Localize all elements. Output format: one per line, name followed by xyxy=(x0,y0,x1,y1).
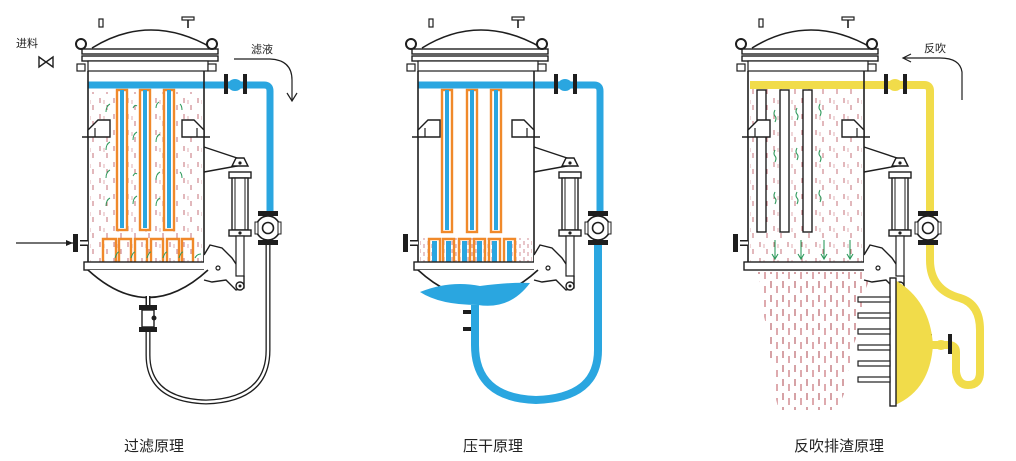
panel-blowback-discharge: 反吹 反吹排渣原理 xyxy=(733,17,984,455)
drain-valve xyxy=(139,305,157,332)
inlet-label: 进料 xyxy=(16,36,38,50)
filter-elements xyxy=(101,88,195,262)
flow-arrows xyxy=(105,101,202,259)
caption-press-dry: 压干原理 xyxy=(463,437,523,455)
filter-elements xyxy=(427,88,517,262)
sediment-cake xyxy=(420,238,532,262)
bottom-cover-open xyxy=(895,280,933,405)
panel-filtration: 进料 滤液 过滤原理 xyxy=(16,17,298,455)
panel-press-dry: 压干原理 xyxy=(403,17,612,455)
outlet-label: 滤液 xyxy=(251,42,273,56)
falling-sediment xyxy=(758,272,870,410)
liquid-pool xyxy=(420,282,530,306)
inlet-valve-icon xyxy=(38,55,54,69)
filtrate-pipe xyxy=(418,81,604,212)
blowback-pipe xyxy=(750,81,984,390)
blowback-flow-arrow xyxy=(904,57,963,100)
caption-blowback-discharge: 反吹排渣原理 xyxy=(794,437,884,455)
outlet-flow-arrow xyxy=(234,58,293,100)
return-hose xyxy=(471,245,602,405)
blowback-label: 反吹 xyxy=(924,42,946,55)
flow-arrows xyxy=(771,103,854,261)
filter-elements xyxy=(756,89,813,233)
caption-filtration: 过滤原理 xyxy=(124,437,184,455)
cover-element-stubs xyxy=(857,296,891,383)
filtrate-pipe xyxy=(88,81,274,212)
